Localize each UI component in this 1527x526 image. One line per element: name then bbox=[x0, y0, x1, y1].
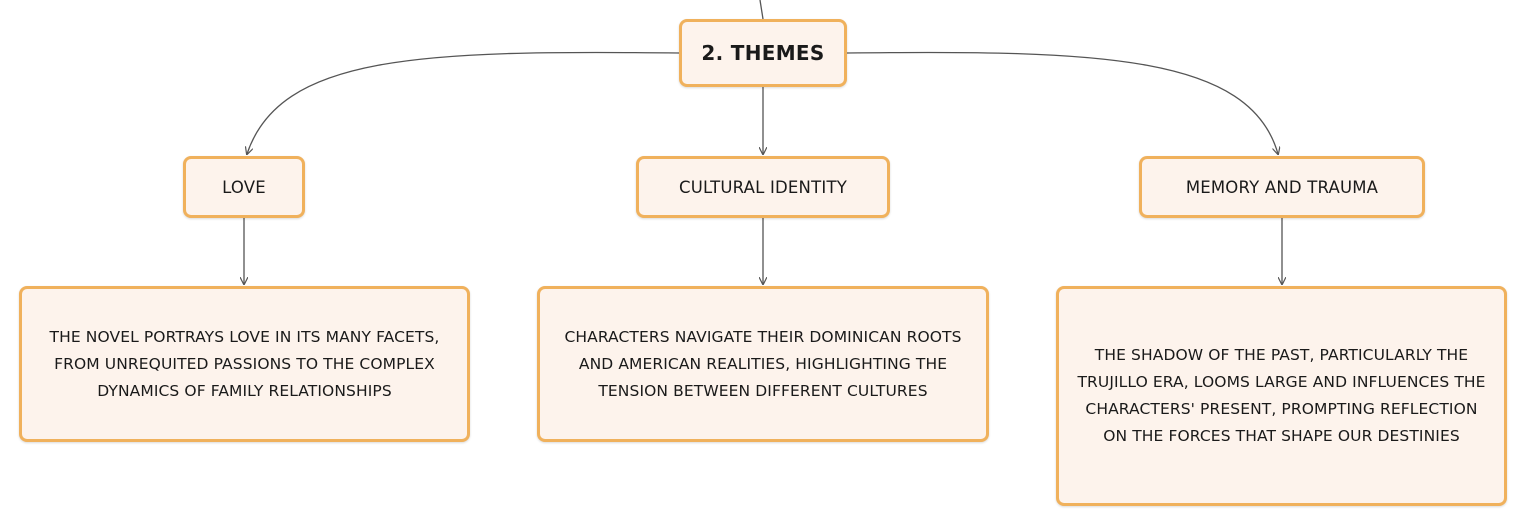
root-node-label: 2. THEMES bbox=[701, 41, 825, 65]
root-node-themes[interactable]: 2. THEMES bbox=[679, 19, 847, 87]
connector-parent-to-root bbox=[759, 0, 764, 20]
detail-node-text: THE NOVEL PORTRAYS LOVE IN ITS MANY FACE… bbox=[49, 327, 440, 400]
topic-node-label: MEMORY AND TRAUMA bbox=[1185, 177, 1379, 197]
detail-node-memory-and-trauma[interactable]: THE SHADOW OF THE PAST, PARTICULARLY THE… bbox=[1056, 286, 1507, 506]
topic-node-love[interactable]: LOVE bbox=[183, 156, 305, 218]
topic-node-label: CULTURAL IDENTITY bbox=[678, 177, 848, 197]
topic-node-label: LOVE bbox=[222, 177, 266, 197]
detail-node-cultural-identity[interactable]: CHARACTERS NAVIGATE THEIR DOMINICAN ROOT… bbox=[537, 286, 989, 442]
connector-root-to-love bbox=[247, 51, 680, 154]
detail-node-text: CHARACTERS NAVIGATE THEIR DOMINICAN ROOT… bbox=[564, 327, 962, 400]
detail-node-text: THE SHADOW OF THE PAST, PARTICULARLY THE… bbox=[1077, 346, 1486, 445]
connector-root-to-memory-and-trauma bbox=[846, 51, 1278, 154]
topic-node-memory-and-trauma[interactable]: MEMORY AND TRAUMA bbox=[1139, 156, 1425, 218]
detail-node-love[interactable]: THE NOVEL PORTRAYS LOVE IN ITS MANY FACE… bbox=[19, 286, 470, 442]
topic-node-cultural-identity[interactable]: CULTURAL IDENTITY bbox=[636, 156, 890, 218]
